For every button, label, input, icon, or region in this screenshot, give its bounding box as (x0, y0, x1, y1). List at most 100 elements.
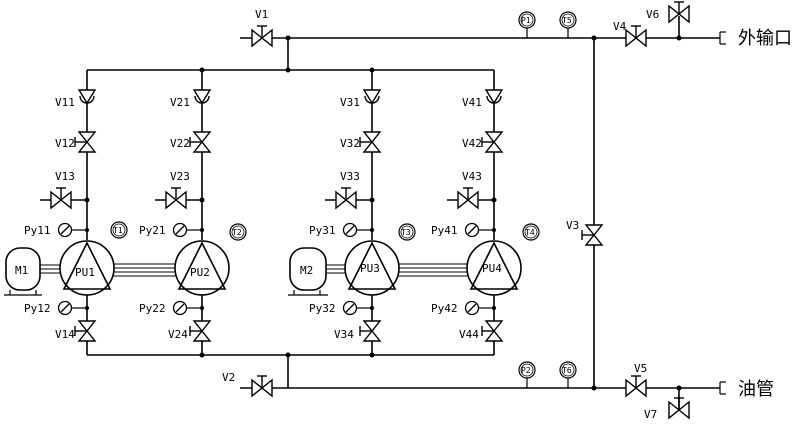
motor-m1-label: M1 (15, 264, 28, 277)
gauge-t1-label: T1 (113, 226, 123, 235)
valve-v44-icon[interactable] (481, 320, 503, 342)
label-v33: V33 (340, 170, 360, 183)
label-v43: V43 (462, 170, 482, 183)
motor-m1[interactable]: M1 (4, 247, 42, 296)
sensor-py11-icon[interactable] (57, 222, 73, 238)
pump-pu3[interactable]: PU3 (344, 240, 400, 296)
valve-v42-icon[interactable] (481, 131, 503, 153)
sensor-py32-icon[interactable] (342, 300, 358, 316)
valve-v43-icon[interactable] (457, 187, 479, 209)
sensor-py22-icon[interactable] (172, 300, 188, 316)
shaft-m2-pu3 (326, 264, 346, 274)
valve-v22-icon[interactable] (189, 131, 211, 153)
valve-v2-icon[interactable] (251, 375, 273, 397)
outlet-oil-pipe-label: 油管 (738, 379, 774, 400)
label-py42: Py42 (431, 302, 458, 315)
shaft-pu1-pu2 (113, 263, 176, 277)
valve-v13-icon[interactable] (50, 187, 72, 209)
motor-m2-label: M2 (300, 264, 313, 277)
pump-pu4[interactable]: PU4 (466, 240, 522, 296)
valve-v24-icon[interactable] (189, 320, 211, 342)
label-v44: V44 (459, 328, 479, 341)
pump-pu2-label: PU2 (190, 266, 210, 279)
shaft-m1-pu1 (40, 264, 62, 274)
gauge-t2[interactable]: T2 (229, 223, 247, 241)
check-valve-v41-icon[interactable] (485, 89, 503, 104)
gauge-p1[interactable]: P1 (518, 11, 536, 29)
label-v5: V5 (634, 362, 647, 375)
check-valve-v11-icon[interactable] (78, 89, 96, 104)
gauge-t6[interactable]: T6 (559, 361, 577, 379)
label-v12: V12 (55, 137, 75, 150)
label-py12: Py12 (24, 302, 51, 315)
valve-v5-icon[interactable] (625, 375, 647, 397)
label-py11: Py11 (24, 224, 51, 237)
pumps: M1 M2 PU1 PU2 PU3 (4, 240, 522, 296)
gauge-p2[interactable]: P2 (518, 361, 536, 379)
pump-pu1[interactable]: PU1 (59, 240, 115, 296)
valve-v14-icon[interactable] (74, 320, 96, 342)
label-v34: V34 (334, 328, 354, 341)
pipes (40, 16, 726, 410)
label-v23: V23 (170, 170, 190, 183)
label-v13: V13 (55, 170, 75, 183)
gauge-t4[interactable]: T4 (522, 223, 540, 241)
label-v41: V41 (462, 96, 482, 109)
valve-v4-icon[interactable] (625, 25, 647, 47)
shaft-pu3-pu4 (398, 263, 468, 277)
gauge-t6-label: T6 (562, 366, 572, 375)
gauge-t5-label: T5 (562, 16, 572, 25)
label-v21: V21 (170, 96, 190, 109)
label-v42: V42 (462, 137, 482, 150)
valve-v7-icon[interactable] (668, 397, 690, 419)
gauge-p2-label: P2 (521, 366, 531, 375)
label-v3: V3 (566, 219, 579, 232)
gauge-t3[interactable]: T3 (398, 223, 416, 241)
gauges: P1 T5 P2 T6 T1 T2 T3 (110, 11, 577, 379)
motor-m2[interactable]: M2 (288, 247, 328, 296)
valve-v3-icon[interactable] (581, 224, 603, 246)
label-v6: V6 (646, 8, 659, 21)
pump-pu2[interactable]: PU2 (174, 240, 230, 296)
label-py21: Py21 (139, 224, 166, 237)
label-v24: V24 (168, 328, 188, 341)
label-v1: V1 (255, 8, 268, 21)
valve-v1-icon[interactable] (251, 25, 273, 47)
valve-v12-icon[interactable] (74, 131, 96, 153)
label-v14: V14 (55, 328, 75, 341)
junctions (84, 35, 682, 391)
sensor-py21-icon[interactable] (172, 222, 188, 238)
sensor-py31-icon[interactable] (342, 222, 358, 238)
gauge-t5[interactable]: T5 (559, 11, 577, 29)
label-v32: V32 (340, 137, 360, 150)
label-py41: Py41 (431, 224, 458, 237)
label-v22: V22 (170, 137, 190, 150)
valve-v34-icon[interactable] (359, 320, 381, 342)
check-valve-v31-icon[interactable] (363, 89, 381, 104)
gauge-p1-label: P1 (521, 16, 531, 25)
pump-pu1-label: PU1 (75, 266, 95, 279)
sensor-py41-icon[interactable] (464, 222, 480, 238)
pump-pu4-label: PU4 (482, 262, 502, 275)
sensor-py12-icon[interactable] (57, 300, 73, 316)
valve-v32-icon[interactable] (359, 131, 381, 153)
sensor-py42-icon[interactable] (464, 300, 480, 316)
label-v11: V11 (55, 96, 75, 109)
labels: V1 V2 V3 V4 V5 V6 V7 V11 V12 V13 V14 V21… (24, 8, 792, 421)
pump-pu3-label: PU3 (360, 262, 380, 275)
label-v31: V31 (340, 96, 360, 109)
gauge-t2-label: T2 (232, 228, 242, 237)
gauge-t3-label: T3 (401, 228, 411, 237)
gauge-t1[interactable]: T1 (110, 221, 128, 239)
valve-v33-icon[interactable] (335, 187, 357, 209)
label-v2: V2 (222, 371, 235, 384)
label-v4: V4 (613, 20, 627, 33)
check-valve-v21-icon[interactable] (193, 89, 211, 104)
pressure-sensors (57, 222, 494, 316)
outlet-export-label: 外输口 (738, 28, 792, 49)
label-v7: V7 (644, 408, 657, 421)
gauge-t4-label: T4 (525, 228, 535, 237)
valve-v23-icon[interactable] (165, 187, 187, 209)
label-py22: Py22 (139, 302, 166, 315)
label-py31: Py31 (309, 224, 336, 237)
